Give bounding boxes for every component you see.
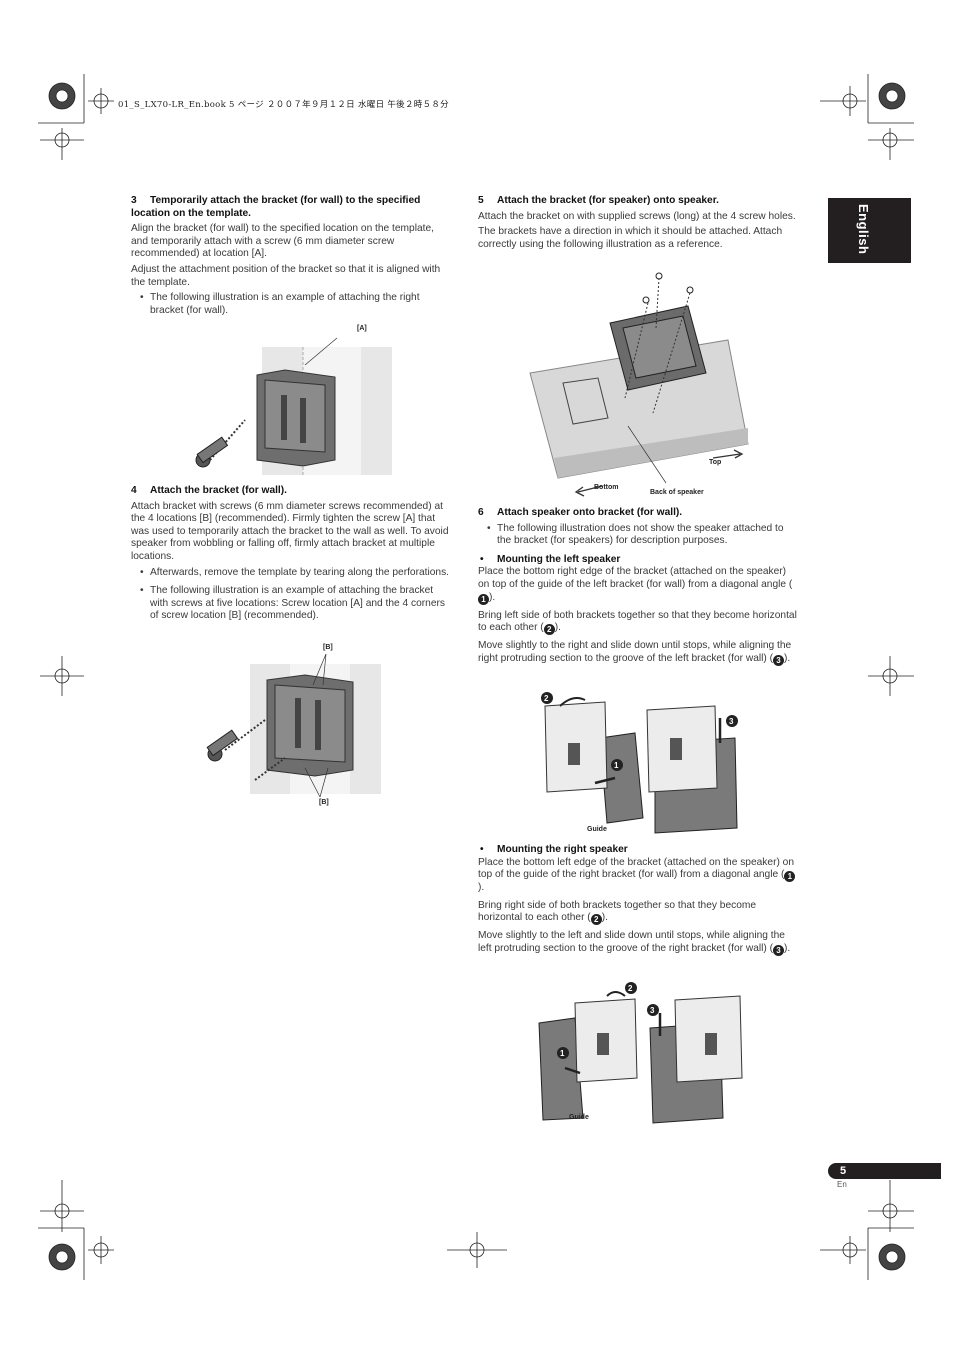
- figure-left-speaker-mount: 2 1 3 Guide: [541, 692, 738, 834]
- figure-wall-bracket-screws: [B] [B]: [206, 644, 381, 806]
- guide-label-right: Guide: [569, 1114, 589, 1121]
- step-three-marker: 3: [650, 1006, 655, 1015]
- step-two-marker: 2: [544, 694, 549, 703]
- crop-mark-bottom-right: [820, 1180, 914, 1280]
- step-three-icon: 3: [773, 944, 785, 956]
- step-5-para-1: Attach the bracket on with supplied scre…: [478, 210, 796, 222]
- figure-right-speaker-mount: 2 1 3 Guide: [538, 982, 743, 1124]
- figure-label-a: [A]: [357, 325, 367, 332]
- left-speaker-para-1: Place the bottom right edge of the brack…: [478, 566, 793, 605]
- step-6-bullet-1: The following illustration does not show…: [478, 523, 800, 548]
- step-3-bullet-1: The following illustration is an example…: [131, 292, 453, 317]
- step-two-icon: 2: [590, 914, 602, 926]
- figure-label-bottom: Bottom: [594, 484, 619, 491]
- crop-mark-top-left: [38, 74, 114, 160]
- right-speaker-para-3: Move slightly to the left and slide down…: [478, 930, 791, 956]
- step-one-marker: 1: [560, 1049, 565, 1058]
- crop-mark-bottom-left: [38, 1180, 114, 1280]
- page-language: En: [837, 1180, 847, 1189]
- crop-mark-top-right: [820, 74, 914, 160]
- page-number-box: 5: [828, 1163, 941, 1179]
- step-3-para-2: Adjust the attachment position of the br…: [131, 263, 441, 288]
- file-header: 01_S_LX70-LR_En.book 5 ページ ２００７年９月１２日 水曜…: [118, 100, 449, 110]
- right-speaker-para-2: Bring right side of both brackets togeth…: [478, 899, 757, 926]
- step-three-icon: 3: [773, 654, 785, 666]
- step-4-para-1: Attach bracket with screws (6 mm diamete…: [131, 500, 449, 562]
- crop-mark-mid-right: [868, 656, 914, 696]
- crop-mark-mid-left: [40, 656, 84, 696]
- crop-mark-bottom-center: [447, 1232, 507, 1268]
- guide-label-left: Guide: [587, 826, 607, 833]
- left-speaker-para-3: Move slightly to the right and slide dow…: [478, 640, 792, 666]
- left-speaker-heading: Mounting the left speaker: [478, 554, 800, 567]
- right-speaker-heading: Mounting the right speaker: [478, 844, 800, 857]
- left-speaker-para-2: Bring left side of both brackets togethe…: [478, 609, 797, 636]
- figure-wall-bracket-temporary: [A]: [195, 325, 392, 475]
- right-speaker-para-1: Place the bottom left edge of the bracke…: [478, 856, 796, 894]
- figure-label-b-bottom: [B]: [319, 799, 329, 806]
- step-three-marker: 3: [729, 717, 734, 726]
- step-5-para-2: The brackets have a direction in which i…: [478, 226, 783, 250]
- step-4-bullet-2: The following illustration is an example…: [131, 585, 453, 623]
- figure-label-b-top: [B]: [323, 644, 333, 651]
- step-one-icon: 1: [478, 593, 489, 605]
- step-3-para-1: Align the bracket (for wall) to the spec…: [131, 223, 434, 260]
- figure-label-top: Top: [709, 459, 721, 466]
- language-tab: English: [828, 198, 911, 263]
- step-two-icon: 2: [543, 624, 555, 636]
- language-tab-label: English: [856, 204, 871, 255]
- figure-speaker-bracket: Top Bottom Back of speaker: [529, 272, 749, 497]
- step-4-bullet-1: Afterwards, remove the template by teari…: [131, 567, 453, 580]
- step-one-marker: 1: [614, 761, 619, 770]
- step-two-marker: 2: [628, 984, 633, 993]
- figure-label-back: Back of speaker: [650, 489, 704, 496]
- right-column-right-speaker: Mounting the right speaker Place the bot…: [478, 839, 800, 959]
- step-one-icon: 1: [784, 871, 796, 883]
- page-number: 5: [840, 1165, 847, 1177]
